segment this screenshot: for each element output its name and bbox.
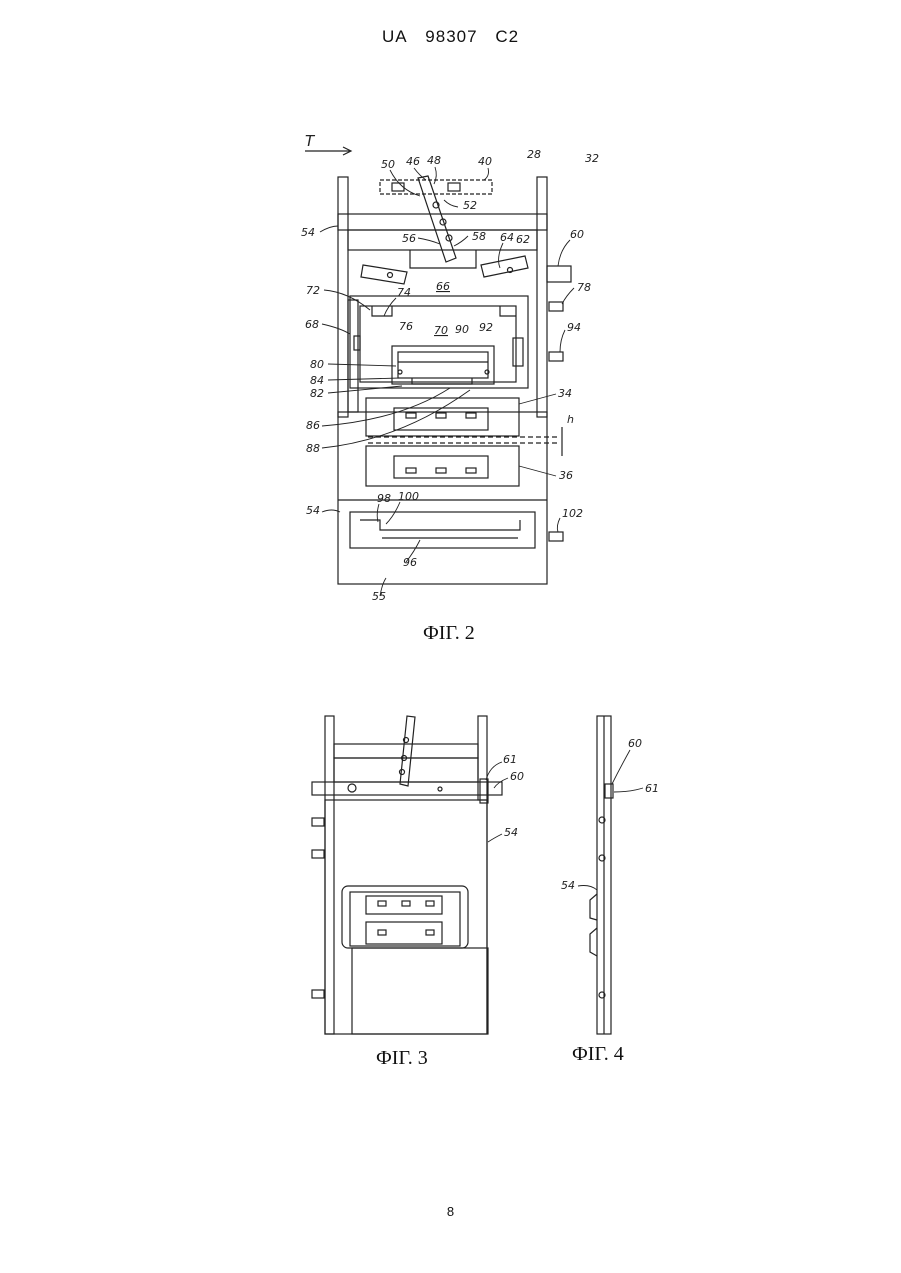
label-90: 90 <box>455 323 469 336</box>
label-92: 92 <box>479 321 493 334</box>
label-52: 52 <box>463 199 477 212</box>
label-94: 94 <box>567 321 581 334</box>
label-50: 50 <box>381 158 395 171</box>
figure-3-labels: 61 60 54 <box>503 753 524 839</box>
label-68: 68 <box>305 318 319 331</box>
label-96: 96 <box>403 556 417 569</box>
label-70: 70 <box>434 324 448 337</box>
fig4-label-60: 60 <box>628 737 642 750</box>
label-88: 88 <box>306 442 320 455</box>
label-32: 32 <box>585 152 599 165</box>
fig3-label-60: 60 <box>510 770 524 783</box>
label-48: 48 <box>427 154 441 167</box>
label-55: 55 <box>372 590 386 603</box>
fig4-label-54: 54 <box>561 879 575 892</box>
label-40: 40 <box>478 155 492 168</box>
label-74: 74 <box>397 286 411 299</box>
label-28: 28 <box>527 148 541 161</box>
label-84: 84 <box>310 374 324 387</box>
label-h: h <box>567 413 574 426</box>
label-58: 58 <box>472 230 486 243</box>
label-66: 66 <box>436 280 450 293</box>
label-102: 102 <box>562 507 583 520</box>
label-100: 100 <box>398 490 419 503</box>
figure-2-labels: 50 46 48 40 28 32 52 54 56 58 64 62 60 7… <box>301 148 599 603</box>
label-98: 98 <box>377 492 391 505</box>
arrow-label: T <box>305 132 316 150</box>
figure-2-drawing: T <box>305 132 571 584</box>
figure-2-caption: ФІГ. 2 <box>423 622 475 645</box>
figure-3-drawing <box>312 716 502 1034</box>
figure-4-caption: ФІГ. 4 <box>572 1043 624 1066</box>
label-64: 64 <box>500 231 514 244</box>
label-54-top: 54 <box>301 226 315 239</box>
label-36: 36 <box>559 469 573 482</box>
label-60: 60 <box>570 228 584 241</box>
label-62: 62 <box>516 233 530 246</box>
label-80: 80 <box>310 358 324 371</box>
figure-3-caption: ФІГ. 3 <box>376 1047 428 1070</box>
label-46: 46 <box>406 155 420 168</box>
page-number: 8 <box>0 1204 901 1219</box>
figure-4-labels: 60 61 54 <box>561 737 659 892</box>
label-56: 56 <box>402 232 416 245</box>
label-54-bottom: 54 <box>306 504 320 517</box>
label-86: 86 <box>306 419 320 432</box>
fig3-label-54: 54 <box>504 826 518 839</box>
label-76: 76 <box>399 320 413 333</box>
label-34: 34 <box>558 387 572 400</box>
label-82: 82 <box>310 387 324 400</box>
label-72: 72 <box>306 284 320 297</box>
fig4-label-61: 61 <box>645 782 659 795</box>
label-78: 78 <box>577 281 591 294</box>
fig3-label-61: 61 <box>503 753 517 766</box>
figure-4-drawing <box>590 716 613 1034</box>
